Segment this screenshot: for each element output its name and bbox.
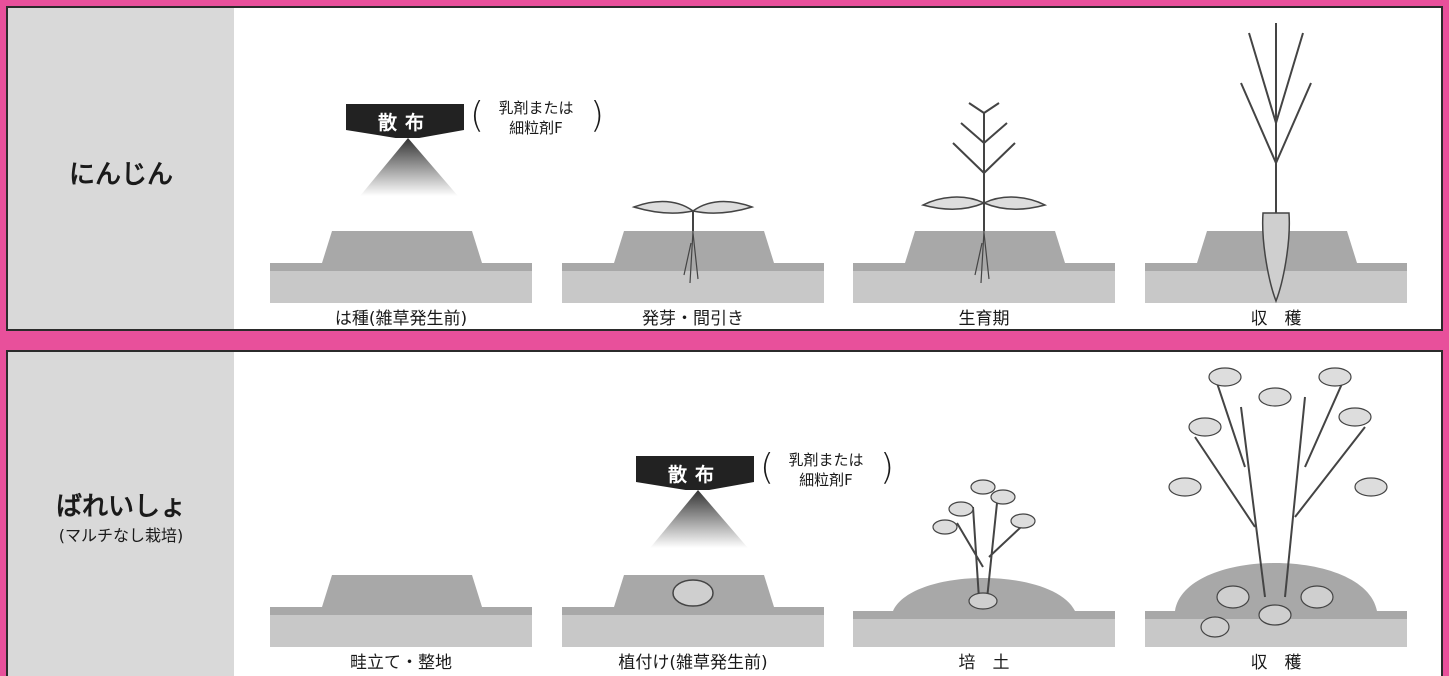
spray-cone: [650, 490, 748, 548]
potato-label-panel: ばれいしょ (マルチなし栽培): [8, 352, 234, 676]
crop-name-carrot: にんじん: [68, 160, 173, 190]
stage-label: 収 穫: [1250, 309, 1302, 329]
stage-hilling: 培 土: [853, 479, 1115, 673]
stage-label: 畦立て・整地: [350, 653, 452, 673]
stage-label: 生育期: [958, 309, 1010, 329]
spray-label: 散布: [667, 464, 722, 486]
spray-note-line1: 乳剤または: [498, 99, 574, 117]
crop-name-potato: ばれいしょ: [55, 492, 186, 522]
stage-label: 植付け(雑草発生前): [618, 653, 768, 673]
soil-ridge-growing-carrot: [853, 102, 1115, 303]
soil-mound-mature-potato: [1145, 367, 1407, 647]
stage-ridging: 畦立て・整地: [270, 527, 532, 673]
stage-sowing: は種(雑草発生前): [270, 183, 532, 329]
soil-ridge-seedling: [562, 200, 824, 303]
potato-row: ばれいしょ (マルチなし栽培) 散布 ( 乳剤または 細粒剤F ): [6, 350, 1443, 676]
carrot-label-panel: にんじん: [8, 8, 234, 329]
crop-subtitle-potato: (マルチなし栽培): [58, 526, 184, 545]
stage-growth: 生育期: [853, 102, 1115, 329]
spray-indicator-carrot: 散布 ( 乳剤または 細粒剤F ): [346, 95, 616, 208]
spray-banner: [346, 104, 464, 138]
spray-label: 散布: [377, 112, 432, 134]
soil-ridge: [270, 231, 532, 303]
stage-label: 培 土: [958, 653, 1010, 673]
stage-label: は種(雑草発生前): [334, 309, 468, 329]
stage-label: 発芽・間引き: [642, 309, 744, 329]
stage-germination: 発芽・間引き: [562, 183, 824, 329]
stage-harvest: 収 穫: [1145, 367, 1407, 673]
spray-note-line2: 細粒剤F: [799, 471, 853, 489]
spray-note-line1: 乳剤または: [788, 451, 864, 469]
soil-ridge: [270, 575, 532, 647]
spray-indicator-potato: 散布 ( 乳剤または 細粒剤F ): [636, 447, 906, 560]
spray-note-line2: 細粒剤F: [509, 119, 563, 137]
soil-ridge-mature-carrot: [1145, 23, 1407, 304]
stage-planting: 植付け(雑草発生前): [562, 527, 824, 673]
carrot-row: にんじん 散布 ( 乳剤または 細粒剤F ) は種(雑草発生前): [6, 6, 1443, 331]
spray-note: ( 乳剤または 細粒剤F ): [760, 447, 894, 489]
soil-ridge-seed-potato: [562, 575, 824, 647]
soil-mound-young-potato: [853, 479, 1115, 647]
spray-note: ( 乳剤または 細粒剤F ): [470, 95, 604, 137]
spray-banner: [636, 456, 754, 490]
stage-label: 収 穫: [1250, 653, 1302, 673]
stage-harvest: 収 穫: [1145, 23, 1407, 329]
spray-cone: [360, 138, 458, 196]
